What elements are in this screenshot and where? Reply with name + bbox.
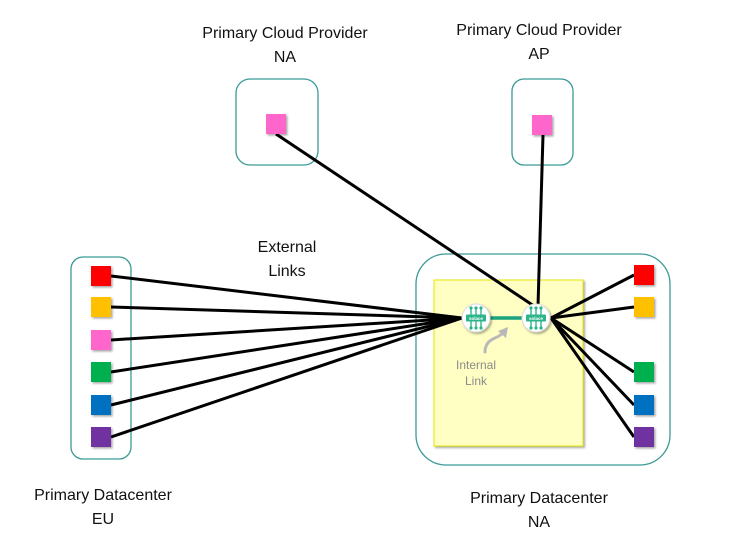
label-cloud-na-region: NA <box>273 49 297 66</box>
external-link-na-5 <box>549 317 636 438</box>
external-link-na-4 <box>549 316 636 407</box>
external-link-cloud-ap <box>536 134 545 307</box>
zone-na-internal <box>433 279 584 447</box>
label-cloud-ap: Primary Cloud Provider AP <box>424 19 654 67</box>
label-cloud-na: Primary Cloud Provider NA <box>170 22 400 70</box>
endpoint-na-2[interactable] <box>634 297 654 317</box>
label-datacenter-eu-region: EU <box>91 511 115 528</box>
arrow-head-icon <box>498 327 508 338</box>
external-link-eu-4 <box>110 316 463 374</box>
label-datacenter-na: Primary Datacenter NA <box>436 487 642 535</box>
label-cloud-na-title: Primary Cloud Provider <box>202 25 368 42</box>
solace-broker-icon[interactable]: solace <box>521 303 551 333</box>
endpoint-na-1[interactable] <box>634 265 654 285</box>
label-external-links-line1: External <box>257 239 317 256</box>
label-datacenter-na-title: Primary Datacenter <box>470 490 608 507</box>
label-cloud-ap-title: Primary Cloud Provider <box>456 22 622 39</box>
label-datacenter-eu: Primary Datacenter EU <box>0 484 206 532</box>
endpoint-na-4[interactable] <box>634 395 654 415</box>
endpoint-na-3[interactable] <box>634 362 654 382</box>
endpoint-eu-6[interactable] <box>91 427 111 447</box>
external-link-eu-3 <box>110 316 463 342</box>
router-label: solace <box>529 316 544 321</box>
external-link-eu-1 <box>110 274 463 320</box>
external-link-na-3 <box>550 316 635 374</box>
label-internal-link-line2: Link <box>464 374 487 388</box>
endpoint-eu-2[interactable] <box>91 297 111 317</box>
label-cloud-ap-region: AP <box>528 46 550 63</box>
external-link-eu-6 <box>110 316 463 439</box>
external-link-na-2 <box>550 305 635 320</box>
endpoint-eu-4[interactable] <box>91 362 111 382</box>
label-external-links: External Links <box>237 236 337 284</box>
external-links <box>110 132 636 439</box>
label-datacenter-na-region: NA <box>527 514 551 531</box>
endpoint-cloud-na[interactable] <box>266 114 286 134</box>
external-link-na-1 <box>550 273 635 320</box>
label-datacenter-eu-title: Primary Datacenter <box>34 487 172 504</box>
internal-link-arrow <box>483 330 506 354</box>
endpoint-na-5[interactable] <box>634 427 654 447</box>
external-link-eu-2 <box>110 305 463 320</box>
endpoint-eu-5[interactable] <box>91 395 111 415</box>
router-label: solace <box>469 316 484 321</box>
label-internal-link: Internal Link <box>446 357 506 389</box>
solace-broker-icon[interactable]: solace <box>461 303 491 333</box>
endpoint-eu-1[interactable] <box>91 266 111 286</box>
external-link-cloud-na <box>275 132 535 308</box>
endpoint-cloud-ap[interactable] <box>532 115 552 135</box>
external-link-eu-5 <box>110 316 463 407</box>
label-external-links-line2: Links <box>268 263 306 280</box>
label-internal-link-line1: Internal <box>455 358 497 372</box>
endpoint-eu-3[interactable] <box>91 330 111 350</box>
